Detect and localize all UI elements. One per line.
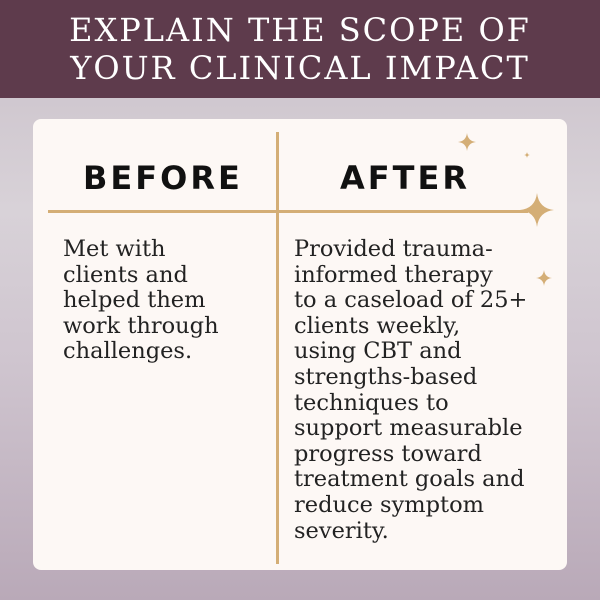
before-text: Met with clients and helped them work th… bbox=[63, 236, 219, 365]
text-line: strengths-based bbox=[294, 363, 478, 390]
text-line: treatment goals and bbox=[294, 466, 525, 493]
comparison-card: BEFORE AFTER Met with clients and helped… bbox=[33, 119, 567, 570]
after-text: Provided trauma- informed therapy to a c… bbox=[294, 236, 528, 544]
sparkle-icon bbox=[524, 152, 530, 158]
title-banner: EXPLAIN THE SCOPE OF YOUR CLINICAL IMPAC… bbox=[0, 0, 600, 98]
text-line: clients and bbox=[63, 261, 188, 288]
sparkle-icon bbox=[458, 133, 476, 151]
sparkle-icon bbox=[536, 270, 552, 286]
header-divider bbox=[48, 210, 528, 213]
text-line: work through bbox=[63, 312, 219, 339]
sparkle-icon bbox=[520, 193, 554, 227]
text-line: informed therapy bbox=[294, 261, 493, 288]
text-line: support measurable bbox=[294, 415, 523, 442]
text-line: techniques to bbox=[294, 389, 449, 416]
title-line-1: EXPLAIN THE SCOPE OF bbox=[69, 11, 531, 49]
text-line: challenges. bbox=[63, 338, 193, 365]
column-divider bbox=[276, 132, 279, 564]
before-heading: BEFORE bbox=[83, 159, 243, 197]
text-line: to a caseload of 25+ bbox=[294, 287, 528, 314]
text-line: helped them bbox=[63, 287, 206, 314]
text-line: Provided trauma- bbox=[294, 236, 493, 262]
text-line: using CBT and bbox=[294, 338, 462, 365]
text-line: Met with bbox=[63, 236, 166, 262]
title-line-2: YOUR CLINICAL IMPACT bbox=[70, 49, 530, 87]
text-line: severity. bbox=[294, 517, 389, 544]
text-line: reduce symptom bbox=[294, 491, 484, 518]
text-line: progress toward bbox=[294, 440, 482, 467]
text-line: clients weekly, bbox=[294, 312, 461, 339]
after-heading: AFTER bbox=[340, 159, 470, 197]
